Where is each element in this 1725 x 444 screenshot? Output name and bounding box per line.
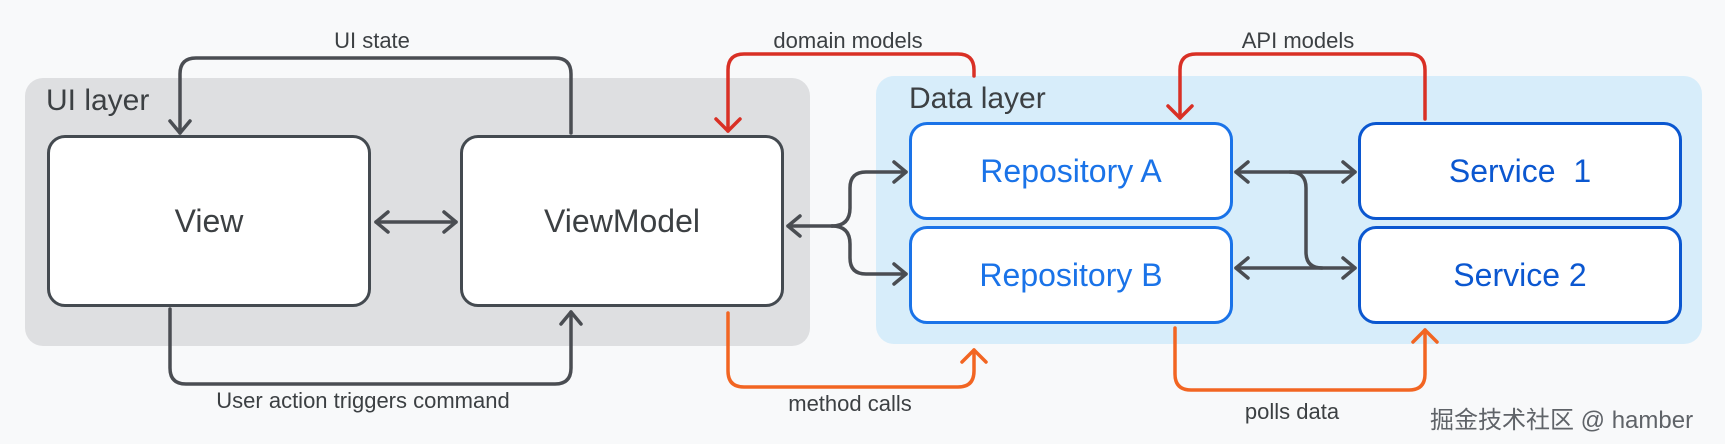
repositories-services-arrow bbox=[1234, 160, 1357, 280]
watermark: 掘金技术社区 @ hamber bbox=[1430, 407, 1694, 434]
viewmodel-node-label: ViewModel bbox=[544, 202, 700, 239]
api-models-arrow bbox=[1166, 52, 1427, 121]
user-action-arrow bbox=[168, 307, 583, 386]
repository-b-node-label: Repository B bbox=[979, 256, 1163, 293]
ui-state-arrow bbox=[168, 56, 573, 135]
repository-a-node-label: Repository A bbox=[980, 152, 1162, 189]
api-models-label: API models bbox=[1241, 28, 1355, 53]
domain-models-arrow bbox=[714, 52, 976, 133]
data-layer-title: Data layer bbox=[909, 82, 1046, 115]
service-2-node-label: Service 2 bbox=[1453, 256, 1587, 293]
viewmodel-node: ViewModel bbox=[460, 135, 784, 307]
user-action-label: User action triggers command bbox=[216, 388, 510, 413]
ui-state-label: UI state bbox=[334, 28, 410, 53]
repository-b-node: Repository B bbox=[909, 226, 1233, 324]
method-calls-arrow bbox=[726, 311, 988, 389]
service-1-node-label: Service 1 bbox=[1448, 152, 1592, 189]
domain-models-label: domain models bbox=[773, 28, 923, 53]
viewmodel-repositories-arrow bbox=[786, 160, 908, 286]
polls-data-arrow bbox=[1173, 326, 1439, 392]
view-node-label: View bbox=[174, 202, 244, 239]
polls-data-label: polls data bbox=[1244, 399, 1340, 424]
service-2-node: Service 2 bbox=[1358, 226, 1682, 324]
view-viewmodel-arrow bbox=[374, 210, 458, 234]
method-calls-label: method calls bbox=[788, 391, 912, 416]
ui-layer-title: UI layer bbox=[46, 84, 150, 117]
repository-a-node: Repository A bbox=[909, 122, 1233, 220]
service-1-node: Service 1 bbox=[1358, 122, 1682, 220]
view-node: View bbox=[47, 135, 371, 307]
